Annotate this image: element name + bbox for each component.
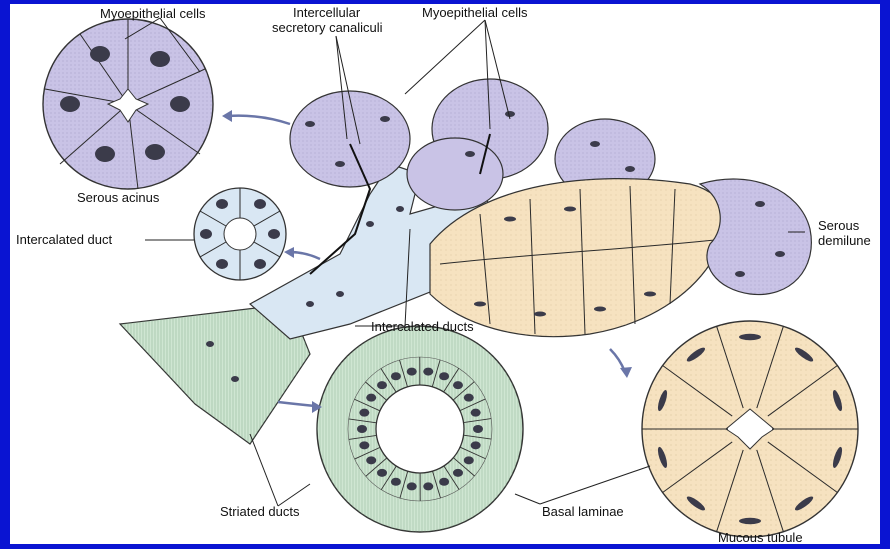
arrow-to-striated-duct [278, 402, 315, 406]
striated-nucleus [391, 372, 401, 380]
striated-nucleus [473, 425, 483, 433]
striated-nucleus [377, 381, 387, 389]
striated-nucleus [439, 372, 449, 380]
salivary-gland-diagram: Myoepithelial cells Intercellular secret… [10, 4, 880, 544]
striated-nucleus [357, 425, 367, 433]
striated-nucleus [453, 381, 463, 389]
mucous-nucleus [739, 334, 761, 340]
mucous-nucleus [739, 518, 761, 524]
mucous-tubule-section [642, 321, 858, 537]
striated-nucleus [407, 368, 417, 376]
striated-nucleus [423, 368, 433, 376]
striated-nucleus [453, 469, 463, 477]
label-myoepithelial-cells-left: Myoepithelial cells [100, 6, 206, 21]
striated-nucleus [407, 482, 417, 490]
striated-nucleus [439, 478, 449, 486]
label-secretory-canaliculi: secretory canaliculi [272, 20, 383, 35]
serous-acinus-section [43, 19, 213, 189]
intercalated-duct-section [194, 188, 286, 280]
arrow-to-intercalated-duct [290, 252, 320, 259]
diagram-frame: Myoepithelial cells Intercellular secret… [10, 4, 880, 544]
striated-duct-section [317, 326, 523, 532]
striated-nucleus [464, 456, 474, 464]
striated-nucleus [359, 409, 369, 417]
label-striated-ducts: Striated ducts [220, 504, 300, 519]
label-myoepithelial-cells-right: Myoepithelial cells [422, 5, 528, 20]
label-serous-acinus: Serous acinus [77, 190, 160, 205]
label-mucous-tubule: Mucous tubule [718, 530, 803, 544]
label-demilune: demilune [818, 233, 871, 248]
striated-nucleus [359, 441, 369, 449]
label-intercalated-ducts: Intercalated ducts [371, 319, 474, 334]
striated-nucleus [377, 469, 387, 477]
striated-nucleus [391, 478, 401, 486]
label-basal-laminae: Basal laminae [542, 504, 624, 519]
striated-nucleus [464, 394, 474, 402]
arrow-to-serous-acinus [228, 116, 290, 124]
striated-nucleus [366, 394, 376, 402]
label-serous: Serous [818, 218, 860, 233]
striated-nucleus [471, 441, 481, 449]
label-intercalated-duct: Intercalated duct [16, 232, 113, 247]
striated-nucleus [423, 482, 433, 490]
striated-nucleus [471, 409, 481, 417]
label-intercellular: Intercellular [293, 5, 361, 20]
striated-nucleus [366, 456, 376, 464]
